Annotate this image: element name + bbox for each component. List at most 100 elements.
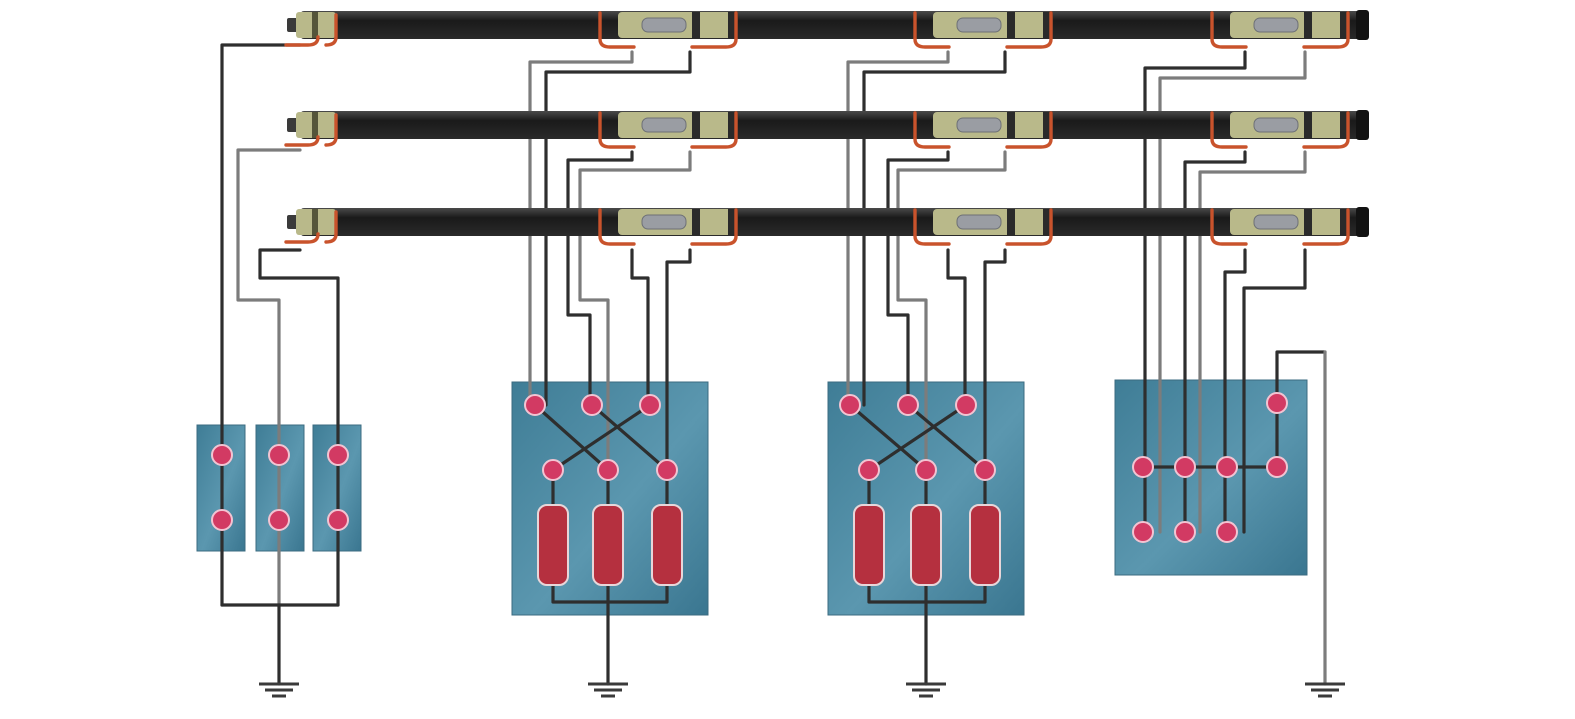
resistor-element — [592, 504, 624, 586]
xlink-1b — [590, 403, 669, 472]
cable-3 — [300, 208, 1368, 236]
terminal-node — [1174, 521, 1196, 543]
wire-j1-c1-r — [544, 50, 692, 407]
terminal-node — [1132, 521, 1154, 543]
joint-divider — [728, 12, 738, 38]
terminal-node — [955, 394, 977, 416]
resistor-element — [910, 504, 942, 586]
terminal-node — [542, 459, 564, 481]
joint-divider — [692, 12, 700, 38]
joint-divider — [1304, 12, 1312, 38]
bonding-wires — [220, 43, 1327, 686]
wire-j2-c2-l — [886, 150, 950, 407]
ground-icon — [259, 682, 299, 698]
terminal-node — [974, 459, 996, 481]
bonding-lead — [690, 11, 738, 49]
joint-divider — [1043, 112, 1053, 138]
cross-bonding-box-2-parts — [839, 394, 1001, 586]
bonding-lead — [1210, 208, 1248, 246]
joint-divider — [1304, 112, 1312, 138]
joint-window — [1253, 17, 1299, 33]
joint-divider — [1007, 12, 1015, 38]
terminal-node — [1216, 521, 1238, 543]
terminal-node — [897, 394, 919, 416]
terminal-node — [1174, 456, 1196, 478]
joint-divider — [1340, 112, 1350, 138]
bonding-lead — [324, 210, 338, 244]
wire-j3-c2-r — [1198, 150, 1307, 534]
terminal-node — [915, 459, 937, 481]
wire-j3-c1-r — [1158, 50, 1307, 534]
cable-end-cap — [1356, 110, 1369, 140]
earth-symbols — [259, 682, 1345, 698]
direct-earth-box-parts — [1132, 392, 1288, 543]
res-bottom-2 — [867, 583, 987, 686]
resistor-element — [969, 504, 1001, 586]
joint-divider — [1043, 12, 1053, 38]
joint-window — [641, 17, 687, 33]
joint-divider — [728, 112, 738, 138]
link-boxes — [196, 379, 1308, 616]
ground-icon — [906, 682, 946, 698]
resistor-element — [651, 504, 683, 586]
bonding-lead — [1005, 11, 1053, 49]
power-cables — [284, 10, 1369, 246]
joint-divider — [1007, 112, 1015, 138]
joint-window — [956, 117, 1002, 133]
bonding-lead — [690, 208, 738, 246]
wire-left-3 — [258, 248, 340, 607]
joint-window — [1253, 214, 1299, 230]
cable-1 — [300, 11, 1368, 39]
bonding-lead — [284, 135, 320, 147]
bonding-lead — [913, 111, 951, 149]
wire-earth-box-out — [1275, 350, 1327, 405]
svl-node — [327, 509, 349, 531]
terminal-node — [1216, 456, 1238, 478]
cable-2 — [300, 111, 1368, 139]
bonding-lead — [324, 113, 338, 147]
bonding-lead — [1302, 208, 1350, 246]
joint-window — [641, 117, 687, 133]
resistor-element — [853, 504, 885, 586]
bonding-lead — [1005, 208, 1053, 246]
bonding-lead — [1210, 111, 1248, 149]
wire-j1-c3-l — [630, 248, 650, 407]
svl-node — [268, 444, 290, 466]
bonding-lead — [1210, 11, 1248, 49]
joint-divider — [728, 209, 738, 235]
joint-divider — [1340, 12, 1350, 38]
joint-divider — [1340, 209, 1350, 235]
svl-nodes — [211, 444, 349, 531]
wire-j3-c3-l — [1223, 248, 1247, 534]
terminal-node — [1266, 392, 1288, 414]
terminal-node — [858, 459, 880, 481]
bonding-lead — [598, 208, 636, 246]
cable-end-ring — [312, 112, 318, 138]
xlink-2a — [848, 403, 928, 472]
wire-left-1 — [220, 43, 302, 607]
xlink-1a — [533, 403, 610, 472]
joint-divider — [1043, 209, 1053, 235]
terminal-node — [656, 459, 678, 481]
bonding-lead — [284, 232, 320, 244]
wire-j2-c3-r — [983, 248, 1007, 472]
cable-end-cap — [1356, 207, 1369, 237]
joint-divider — [692, 209, 700, 235]
svl-node — [211, 509, 233, 531]
xlink-2c — [867, 403, 968, 472]
wire-left-2 — [236, 148, 302, 607]
terminal-node — [839, 394, 861, 416]
joint-divider — [1304, 209, 1312, 235]
terminal-node — [639, 394, 661, 416]
terminal-node — [1266, 456, 1288, 478]
joint-window — [956, 17, 1002, 33]
cable-end-cap — [1356, 10, 1369, 40]
wire-j2-c1-r — [862, 50, 1007, 407]
cross-bonding-box-1-parts — [524, 394, 683, 586]
bonding-lead — [598, 11, 636, 49]
joint-divider — [692, 112, 700, 138]
joint-window — [641, 214, 687, 230]
terminal-node — [581, 394, 603, 416]
svl-node — [327, 444, 349, 466]
